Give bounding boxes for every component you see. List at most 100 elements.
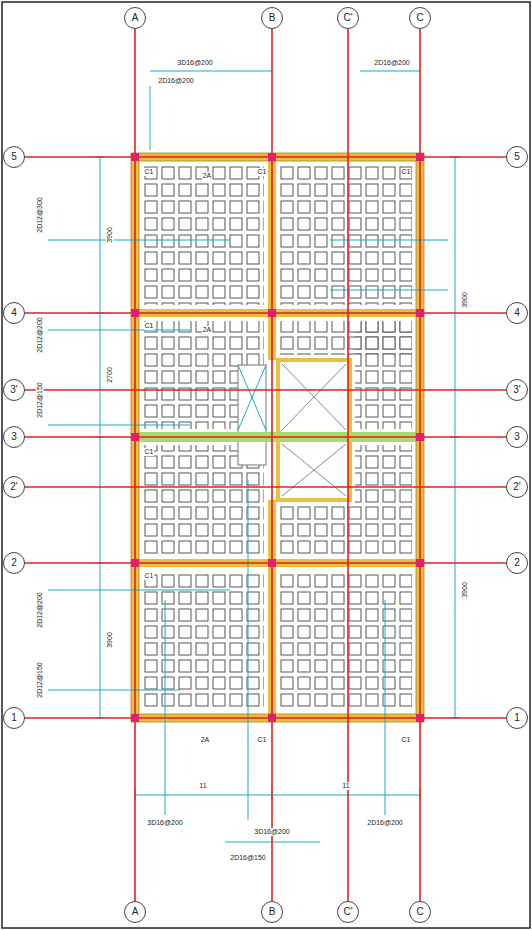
grid-line xyxy=(25,717,506,719)
rebar-note: 2D16@150 xyxy=(229,854,267,862)
leader-line xyxy=(248,480,249,820)
grid-label: 1 xyxy=(11,713,17,723)
bay xyxy=(143,571,264,710)
grid-line xyxy=(25,562,506,564)
column-marker xyxy=(416,714,424,722)
grid-bubble: 3 xyxy=(506,426,528,448)
column-marker xyxy=(131,559,139,567)
grid-label: B xyxy=(269,13,276,23)
leader-line xyxy=(150,86,151,150)
grid-label: A xyxy=(132,13,139,23)
grid-bubble: 4 xyxy=(3,302,25,324)
grid-label: 2 xyxy=(514,558,520,568)
bay xyxy=(143,165,264,305)
rebar-note: C1 xyxy=(257,736,268,744)
grid-bubble: C' xyxy=(337,7,359,29)
grid-line xyxy=(25,486,506,488)
opening-cross xyxy=(282,444,346,496)
leader-line xyxy=(48,330,190,331)
grid-line xyxy=(25,312,506,314)
grid-bubble: 5 xyxy=(3,146,25,168)
leader-line xyxy=(48,590,230,591)
rebar-note: 3D16@200 xyxy=(253,828,291,836)
column-marker xyxy=(416,559,424,567)
grid-label: C xyxy=(416,907,423,917)
rebar-note: 3D16@200 xyxy=(176,59,214,67)
leader-line xyxy=(165,600,166,815)
grid-bubble: A xyxy=(124,901,146,923)
grid-bubble: B xyxy=(261,7,283,29)
leader-lines xyxy=(48,71,460,842)
rebar-note: 3900 xyxy=(461,291,469,309)
bay xyxy=(280,165,412,305)
rebar-note: 2D12@200 xyxy=(36,591,44,629)
grid-label: 3 xyxy=(514,432,520,442)
opening-cross xyxy=(282,364,346,430)
grid-bubble: 2' xyxy=(506,476,528,498)
leader-line xyxy=(48,425,190,426)
rebar-note: C1 xyxy=(144,448,155,456)
grid-bubble: 1 xyxy=(506,707,528,729)
dimension-line xyxy=(150,71,272,72)
column-marker xyxy=(416,309,424,317)
rebar-note: 2D12@300 xyxy=(36,196,44,234)
rebar-note: C1 xyxy=(144,168,155,176)
core-opening xyxy=(278,360,350,500)
rebar-note: 2D12@150 xyxy=(36,381,44,419)
column-marker xyxy=(268,153,276,161)
dimension-line xyxy=(135,795,420,796)
bay xyxy=(280,571,412,710)
column-marker xyxy=(268,309,276,317)
grid-label: 4 xyxy=(514,308,520,318)
grid-bubble: 2' xyxy=(3,476,25,498)
grid-label: 3 xyxy=(11,432,17,442)
grid-bubble: C' xyxy=(337,901,359,923)
grid-line xyxy=(25,389,506,391)
bay xyxy=(280,505,355,555)
stair-box xyxy=(238,365,266,465)
rebar-note: 11 xyxy=(198,782,207,790)
rebar-note: 2A xyxy=(202,172,213,180)
grid-bubble: 1 xyxy=(3,707,25,729)
grid-label: C xyxy=(416,13,423,23)
grid-line xyxy=(347,29,349,901)
grid-bubble: 3 xyxy=(3,426,25,448)
rebar-note: 2700 xyxy=(106,366,114,384)
grid-bubble: 2 xyxy=(3,552,25,574)
grid-label: 5 xyxy=(514,152,520,162)
column-marker xyxy=(416,433,424,441)
grid-label: 5 xyxy=(11,152,17,162)
grid-bubble: C xyxy=(409,7,431,29)
grid-label: 2' xyxy=(10,482,17,492)
grid-bubble: A xyxy=(124,7,146,29)
rebar-note: C1 xyxy=(401,736,412,744)
stair-opening xyxy=(238,365,266,465)
rebar-note: C1 xyxy=(257,168,268,176)
column-marker xyxy=(131,433,139,441)
grid-line xyxy=(25,156,506,158)
grid-bubble: C xyxy=(409,901,431,923)
grid-label: 2' xyxy=(513,482,520,492)
stair-cross xyxy=(238,365,266,430)
grid-label: 1 xyxy=(514,713,520,723)
grid-label: C' xyxy=(343,907,352,917)
grid-label: 3' xyxy=(10,385,17,395)
leader-line xyxy=(48,240,230,241)
rebar-note: 2D12@200 xyxy=(36,316,44,354)
column-marker xyxy=(131,714,139,722)
grid-bubble: 2 xyxy=(506,552,528,574)
rebar-note: 2A xyxy=(200,736,211,744)
grid-label: 3' xyxy=(513,385,520,395)
leader-line xyxy=(48,690,180,691)
grid-label: C' xyxy=(343,13,352,23)
stair-cross xyxy=(238,365,266,430)
leader-line xyxy=(385,600,386,815)
grid-label: 4 xyxy=(11,308,17,318)
core-box xyxy=(278,360,350,500)
rebar-note: 2D16@200 xyxy=(157,77,195,85)
grid-label: 2 xyxy=(11,558,17,568)
bay xyxy=(355,321,412,429)
column-marker xyxy=(131,153,139,161)
